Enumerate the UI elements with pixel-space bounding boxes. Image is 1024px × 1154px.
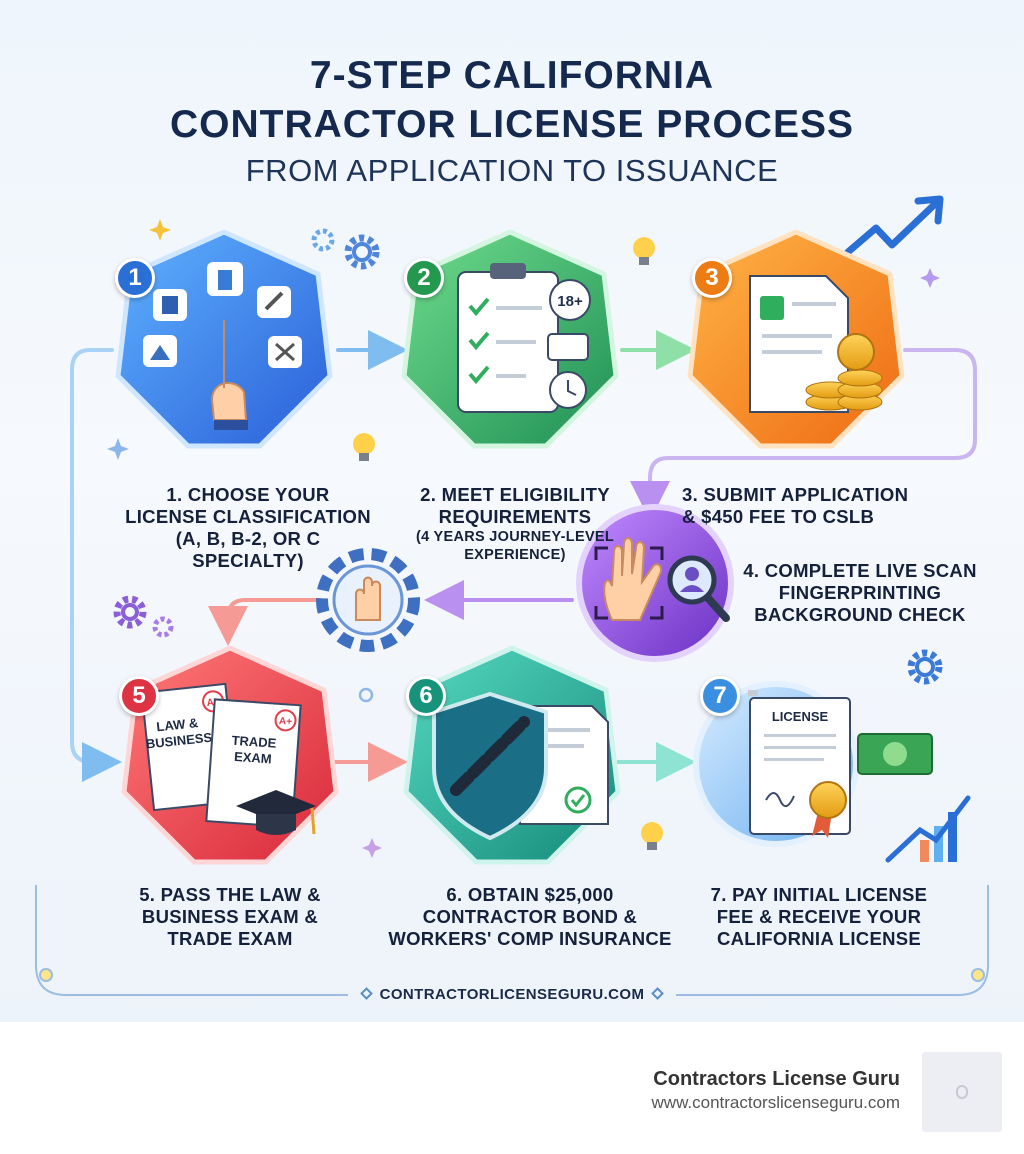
clipboard-checklist-icon: 18+ [457,263,591,413]
process-flow-graphic: 18+ [35,195,989,996]
step-5-hexagon: LAW & BUSINESS A+ TRADE EXAM A+ [121,645,339,865]
step-7-label: 7. PAY INITIAL LICENSE FEE & RECEIVE YOU… [710,884,928,949]
license-certificate-icon: LICENSE [748,690,933,838]
step-4-label: 4. COMPLETE LIVE SCAN FINGERPRINTING BAC… [743,560,977,625]
exam-1-line-1: LAW & [156,715,199,734]
age-requirement-text: 18+ [557,293,583,310]
step-6-label: 6. OBTAIN $25,000 CONTRACTOR BOND & WORK… [388,884,672,949]
step-2-badge: 2 [404,258,444,298]
gear-icon [152,616,174,638]
step-3-label: 3. SUBMIT APPLICATION & $450 FEE TO CSLB [682,484,909,527]
lightbulb-icon [641,822,663,850]
step-1-badge: 1 [115,258,155,298]
decor-dot [358,687,374,703]
step-3-hexagon [687,229,905,449]
diamond-icon [651,987,665,1000]
step-4-circle [576,504,734,662]
sparkle-icon [107,438,129,460]
flow-connectors [70,330,977,782]
exam-2-line-1: TRADE [231,733,277,751]
gear-icon [907,649,943,685]
gear-icon [344,234,380,270]
brand-url[interactable]: www.contractorslicenseguru.com [651,1093,900,1112]
hand-gear-icon [316,548,420,652]
sparkle-icon [362,838,382,858]
hand-pointer-choices-icon [143,262,302,430]
rising-chart-icon [885,795,971,863]
certificate-title: LICENSE [772,709,829,724]
document-coins-icon [749,275,883,413]
step-2-hexagon: 18+ [401,229,619,449]
diamond-icon [359,987,373,1000]
step-2-label: 2. MEET ELIGIBILITY REQUIREMENTS (4 YEAR… [415,484,615,563]
lightbulb-icon [633,237,655,265]
step-6-badge: 6 [406,676,446,716]
sparkle-icon [920,268,940,288]
brand-name: Contractors License Guru [653,1068,900,1090]
palm-scan-magnifier-icon [594,537,730,622]
step-7-circle: LICENSE [693,681,933,847]
exam-1-line-2: BUSINESS [145,730,213,752]
step-3-badge: 3 [692,258,732,298]
lightbulb-icon [353,433,375,461]
title-line-1: 7-STEP CALIFORNIA [309,54,715,97]
grade-badge-2: A+ [279,716,293,728]
step-5-badge: 5 [119,676,159,716]
step-5-label: 5. PASS THE LAW & BUSINESS EXAM & TRADE … [139,884,321,949]
gear-icon [311,228,335,252]
step-7-badge: 7 [700,676,740,716]
exam-2-line-2: EXAM [234,749,273,767]
exam-papers-icon: LAW & BUSINESS A+ TRADE EXAM A+ [140,682,316,835]
sparkle-icon [149,219,171,241]
shield-chain-icon [432,691,609,841]
brand-logo-icon [922,1052,1002,1132]
footer-website[interactable]: CONTRACTORLICENSEGURU.COM [0,986,1024,1003]
footer-frame [35,885,989,996]
brand-block: Contractors License Guru www.contractors… [652,1068,900,1113]
trend-arrow-icon [844,195,944,256]
step-6-hexagon [403,645,621,865]
title-line-2: CONTRACTOR LICENSE PROCESS [169,103,854,146]
decorations [107,195,971,863]
subtitle: FROM APPLICATION TO ISSUANCE [245,153,779,188]
step-1-label: 1. CHOOSE YOUR LICENSE CLASSIFICATION (A… [125,484,371,571]
infographic-canvas: 7-STEP CALIFORNIA CONTRACTOR LICENSE PRO… [0,0,1024,1022]
gear-icon [113,595,147,629]
